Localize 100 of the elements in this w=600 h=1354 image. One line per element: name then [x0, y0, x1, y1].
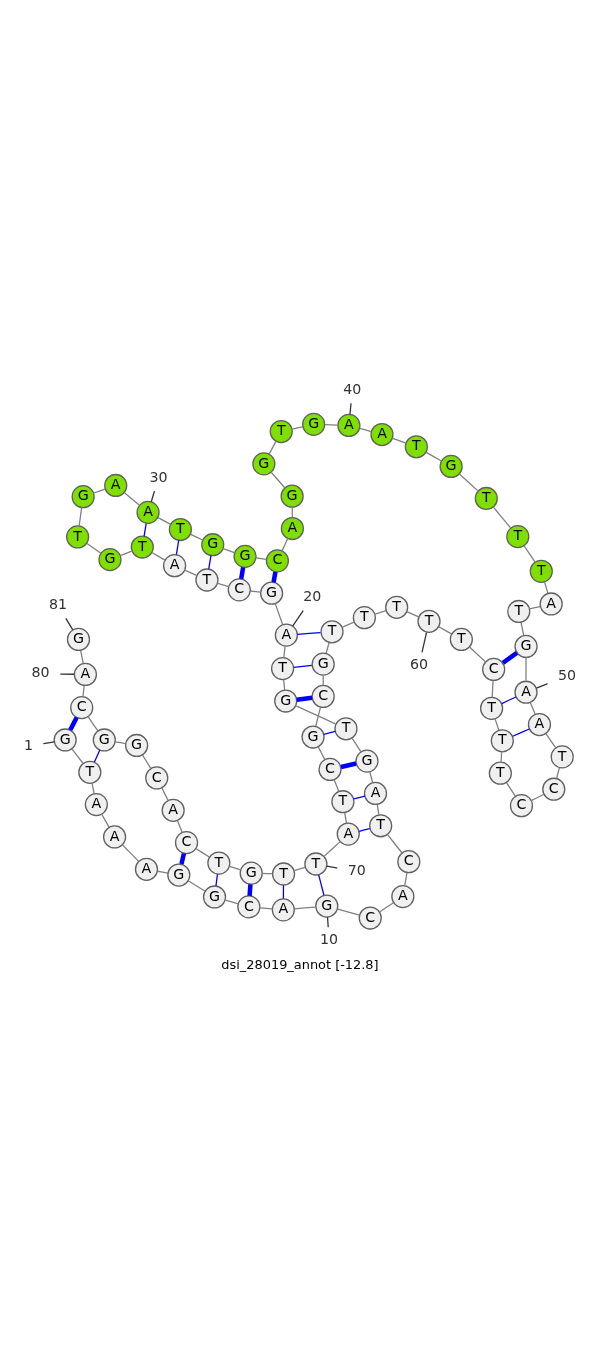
node-circle: C — [509, 793, 534, 817]
connector — [292, 609, 304, 627]
node-circle: G — [202, 884, 227, 909]
connector — [535, 682, 549, 689]
node-circle: T — [331, 789, 355, 813]
node-circle: A — [104, 473, 128, 497]
connector — [151, 551, 166, 561]
connector — [190, 533, 204, 541]
node-circle: T — [320, 619, 344, 643]
node-text: 60 — [410, 655, 429, 672]
connector — [150, 490, 156, 502]
node-circle: C — [542, 777, 566, 801]
connector — [351, 737, 362, 752]
node-circle: T — [78, 760, 102, 784]
connector — [195, 847, 210, 858]
connector — [141, 753, 152, 769]
connector — [91, 782, 95, 794]
node-circle: A — [391, 884, 415, 908]
connector — [529, 701, 536, 715]
connector — [270, 471, 286, 488]
connector — [293, 866, 306, 871]
connector — [268, 440, 277, 455]
node-text: 50 — [557, 666, 577, 683]
node-circle: G — [259, 581, 284, 605]
connector — [317, 745, 326, 760]
node-circle: G — [125, 733, 149, 757]
connector — [86, 542, 102, 554]
node-text: 20 — [303, 587, 322, 604]
connector — [296, 631, 322, 635]
node-circle: G — [514, 634, 538, 658]
connector — [523, 544, 536, 563]
connector — [291, 425, 304, 430]
node-circle: A — [527, 712, 552, 736]
connector — [387, 833, 403, 854]
connector — [326, 864, 338, 869]
connector — [82, 684, 85, 697]
connector — [326, 915, 329, 928]
connector — [157, 516, 172, 525]
node-circle: T — [550, 744, 574, 769]
node-text: 40 — [343, 380, 362, 397]
node-circle: C — [145, 765, 169, 790]
node-circle: A — [134, 857, 159, 881]
connector — [176, 819, 183, 833]
node-circle: A — [102, 824, 127, 849]
node-circle: T — [490, 728, 514, 752]
connector — [123, 491, 140, 506]
node-circle: T — [168, 517, 193, 541]
connector — [161, 786, 169, 801]
connector — [283, 678, 286, 691]
node-circle: T — [479, 696, 504, 720]
node-circle: T — [130, 534, 154, 559]
node-circle: A — [336, 821, 360, 846]
connector — [224, 898, 239, 904]
connector — [378, 901, 395, 913]
node-circle: G — [311, 652, 335, 676]
caption: dsi_28019_annot [-12.8] — [221, 956, 379, 972]
connector — [121, 843, 140, 862]
node-circle: G — [274, 688, 298, 713]
node-circle: T — [304, 851, 328, 876]
connector — [505, 781, 517, 797]
connector — [358, 827, 371, 832]
node-circle: G — [233, 544, 257, 568]
connector — [556, 766, 560, 779]
connector — [293, 664, 313, 668]
node-circle: A — [84, 792, 108, 816]
node-circle: G — [167, 862, 191, 887]
connector — [208, 554, 212, 569]
node-circle: C — [227, 577, 251, 601]
node-circle: C — [397, 849, 421, 873]
node-circle: T — [474, 486, 498, 510]
node-circle: T — [207, 850, 231, 875]
node-circle: A — [539, 591, 563, 616]
node-text: 81 — [48, 595, 68, 612]
connector — [65, 617, 74, 630]
node-circle: T — [529, 559, 553, 583]
connector — [80, 649, 84, 664]
connector — [274, 602, 284, 625]
node-circle: G — [302, 412, 326, 436]
connector — [255, 556, 268, 560]
node-circle: C — [174, 830, 199, 854]
node-circle: C — [70, 695, 94, 719]
connector — [318, 873, 325, 896]
connector — [421, 631, 428, 653]
connector — [469, 646, 487, 663]
node-circle: G — [301, 724, 325, 749]
node-circle: C — [358, 905, 382, 930]
connector — [369, 770, 374, 783]
connector — [333, 778, 340, 792]
connector — [184, 569, 198, 576]
connector — [315, 706, 322, 727]
connector — [175, 539, 180, 555]
node-circle: C — [237, 894, 261, 918]
connector — [324, 423, 339, 426]
connector — [281, 537, 289, 551]
node-text: 80 — [31, 663, 50, 680]
connector — [78, 506, 83, 527]
node-circle: T — [270, 656, 295, 680]
connector — [247, 883, 253, 896]
node-circle: G — [201, 532, 225, 556]
connector — [525, 656, 527, 681]
